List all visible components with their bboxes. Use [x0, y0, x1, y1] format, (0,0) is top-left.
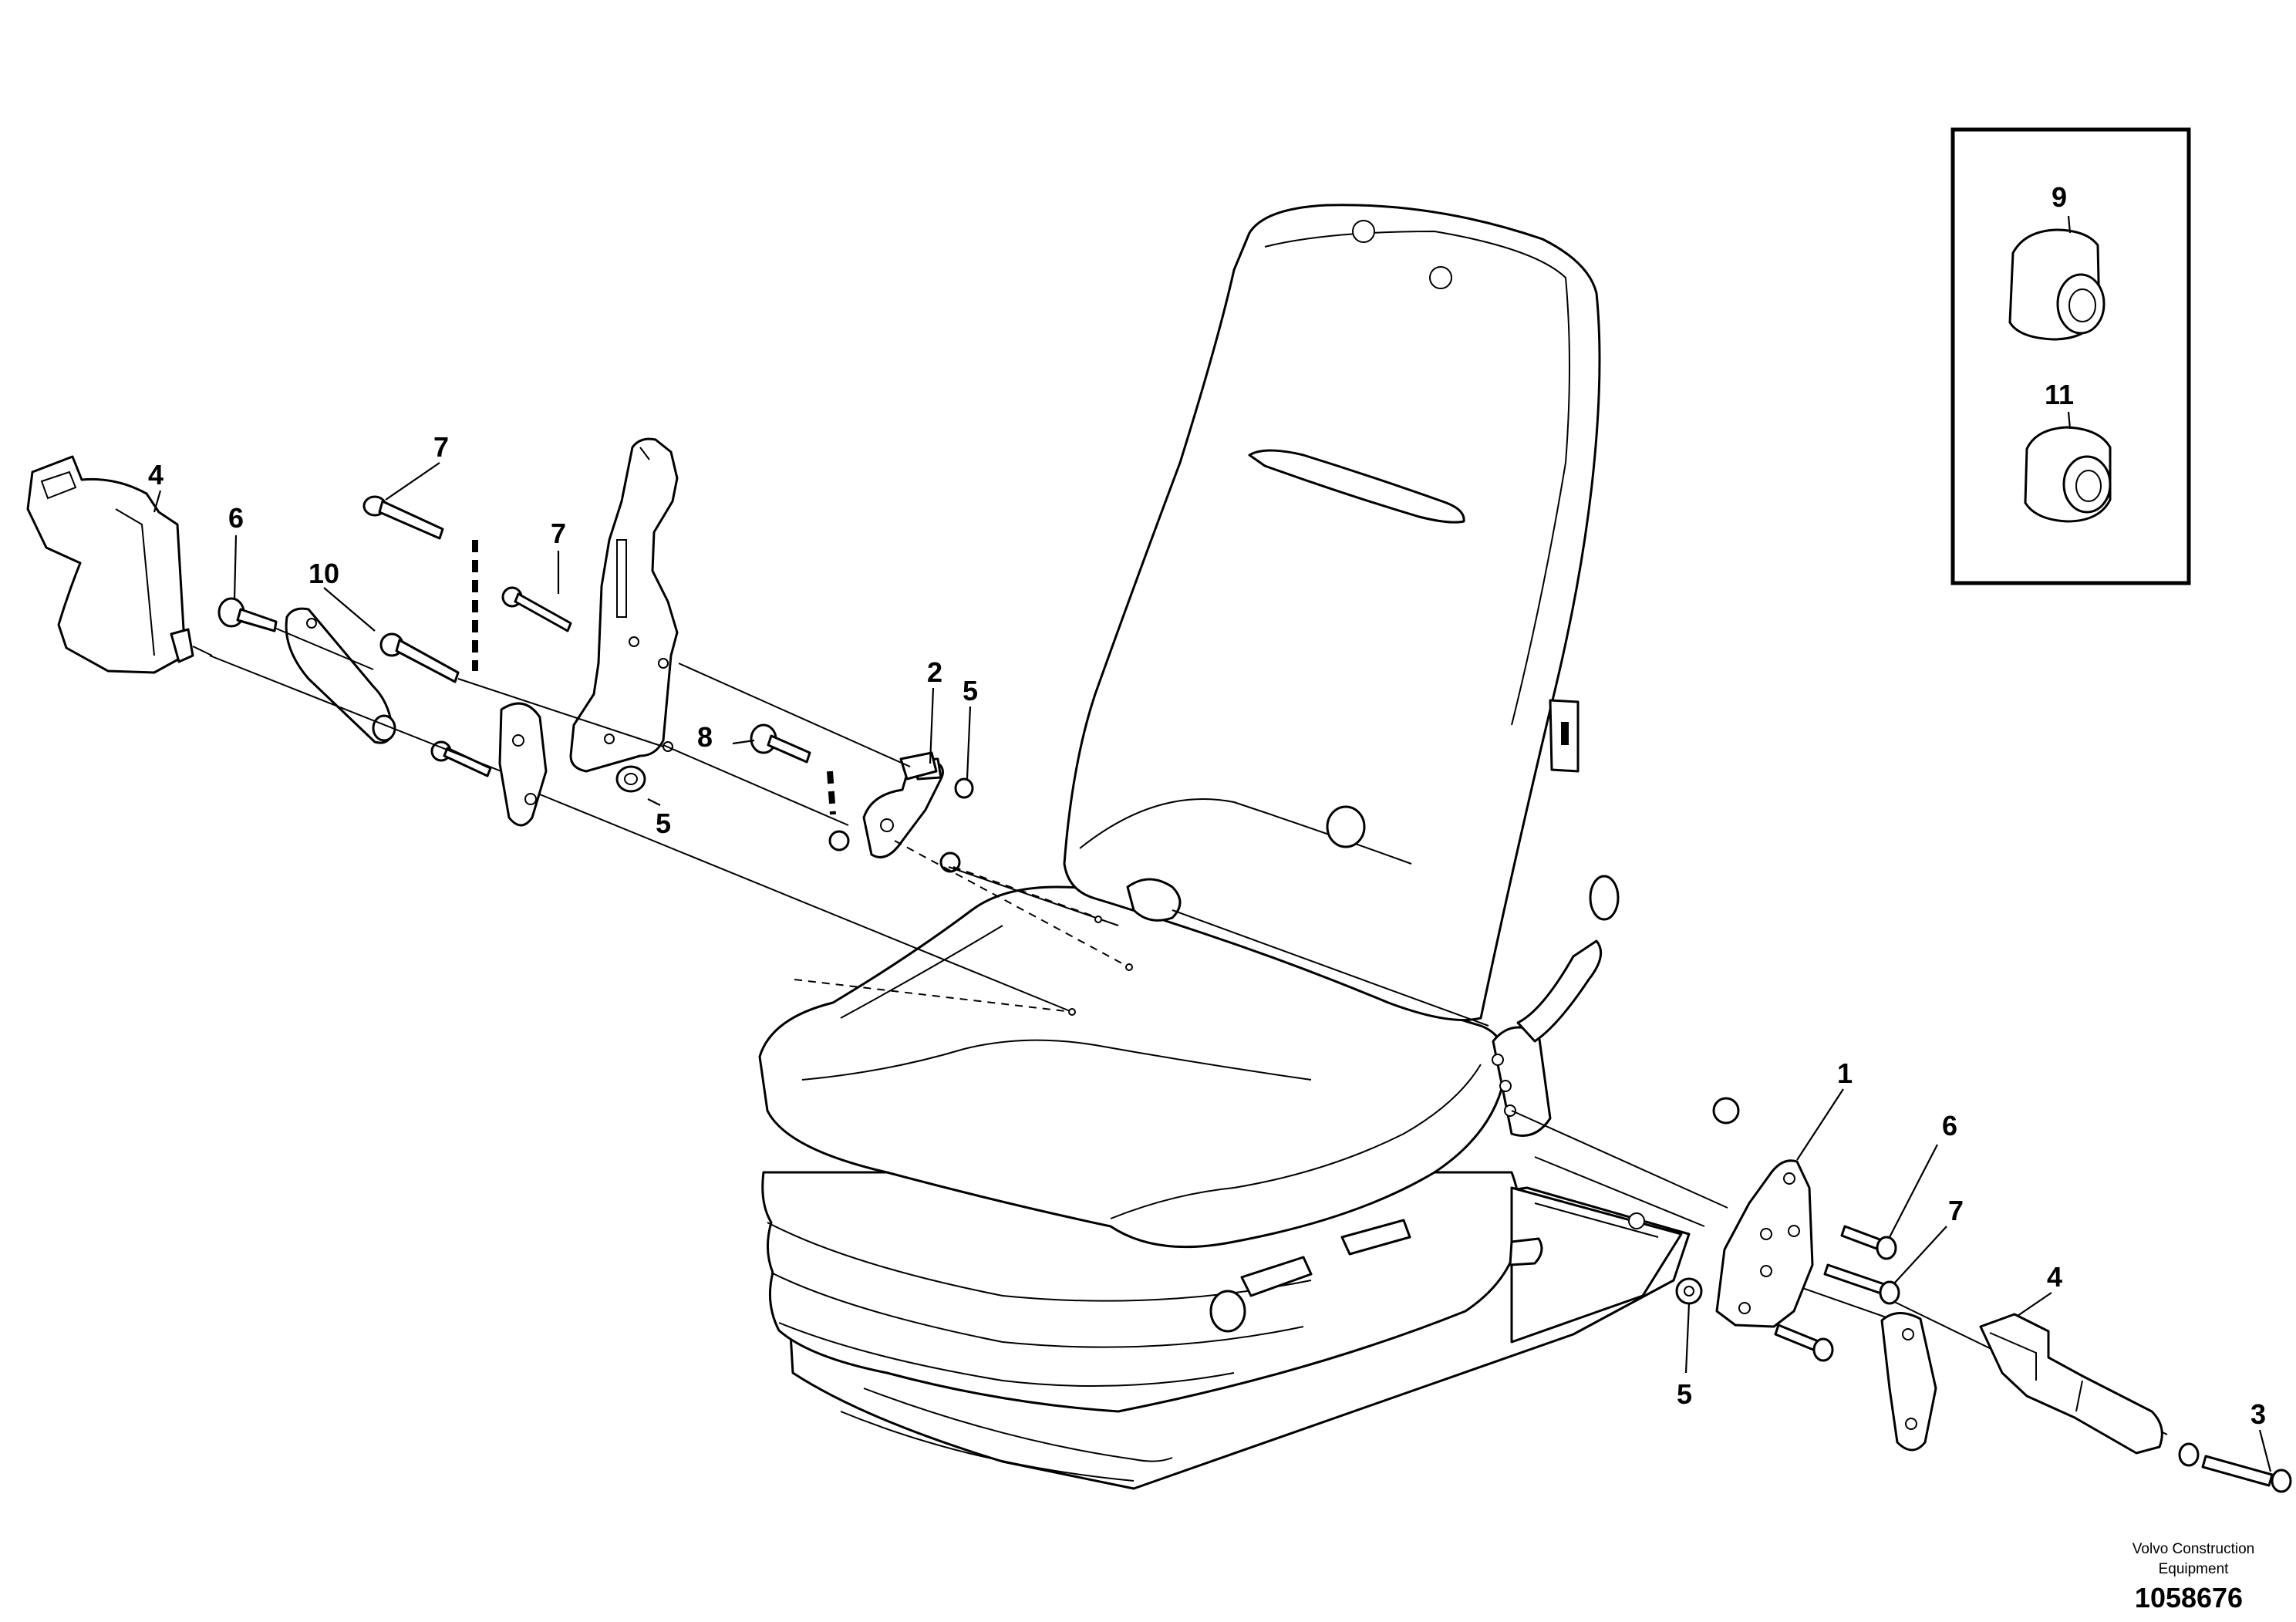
suspension-bellows	[761, 1171, 1522, 1413]
callout-5-bottom: 5	[1677, 1378, 1692, 1410]
callout-9: 9	[2052, 181, 2067, 213]
seat-side-bracket-right	[1715, 1159, 1814, 1328]
seat-belt-latch-right	[1979, 1313, 2163, 1455]
callout-7-top: 7	[433, 431, 449, 463]
callout-11: 11	[2045, 379, 2074, 410]
operator-seat	[758, 204, 1691, 1490]
bolt-part-8	[750, 723, 811, 764]
bushing-part-11	[2024, 426, 2112, 523]
callout-3: 3	[2250, 1398, 2266, 1430]
spacer-near-part-2	[899, 751, 938, 781]
bolt-right-lower	[1774, 1324, 1834, 1362]
long-bolt-10	[379, 632, 460, 683]
washer-right-bottom	[1675, 1277, 1703, 1305]
credit-line-2: Equipment	[2159, 1561, 2230, 1577]
callout-7-mid: 7	[551, 518, 566, 549]
callout-8: 8	[697, 721, 713, 753]
bolt-part-3	[2178, 1442, 2292, 1493]
callout-4-right: 4	[2047, 1261, 2062, 1293]
seat-hinge-center	[1126, 878, 1182, 922]
belt-anchor-plate-left	[498, 702, 548, 827]
washer-right-top	[1712, 1097, 1740, 1125]
callout-2: 2	[927, 656, 942, 688]
recline-lever	[1516, 939, 1603, 1043]
nut-mid-left	[615, 765, 646, 793]
bolt-washer-left	[217, 597, 278, 632]
spacer-sleeve-part-9	[2008, 228, 2106, 341]
nut-top-right	[954, 777, 974, 799]
seat-side-bracket-left	[569, 437, 679, 773]
seat-belt-buckle-left	[26, 455, 213, 674]
document-number: 1058676	[2135, 1582, 2243, 1614]
bolt-right-7	[1823, 1263, 1900, 1305]
callout-5-mid: 5	[656, 808, 671, 839]
seat-adjust-levers	[1209, 1219, 1543, 1333]
bracket-part-2	[828, 757, 961, 873]
long-bolt-mid-7	[501, 586, 572, 632]
callout-5-top: 5	[963, 675, 978, 706]
callout-7-right: 7	[1948, 1195, 1964, 1226]
bolt-right-6	[1840, 1225, 1897, 1260]
bracket-part-10	[285, 607, 396, 744]
callout-4-left: 4	[148, 459, 164, 491]
seat-cushion	[758, 885, 1507, 1249]
credit-line-1: Volvo Construction	[2132, 1541, 2254, 1557]
seat-backrest	[1063, 204, 1601, 1021]
axis-line-left-1	[209, 655, 502, 772]
callout-6-right: 6	[1942, 1110, 1957, 1141]
callout-6-left: 6	[228, 502, 244, 534]
inset-detail-box: 9 11	[1950, 127, 2191, 585]
belt-anchor-plate-right	[1880, 1312, 1937, 1452]
callout-1: 1	[1837, 1057, 1853, 1089]
long-bolt-top-7	[362, 495, 444, 540]
callout-10: 10	[308, 558, 339, 589]
